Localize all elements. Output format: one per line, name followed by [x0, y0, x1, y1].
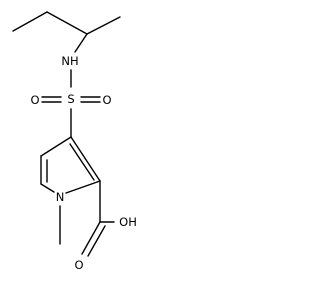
bond-c5-n: [40, 183, 55, 193]
bond-c2-c3: [70, 136, 101, 182]
atom-label-s: S: [67, 92, 74, 106]
atom-label-o-carbonyl: O: [74, 258, 83, 272]
molecule-structure: NH O S O N OH O: [12, 11, 137, 272]
bond-ch-methyl: [86, 16, 121, 35]
bond-c-o-carbonyl-1: [81, 221, 101, 255]
atom-label-nh: NH: [61, 54, 78, 68]
bond-n-c2: [65, 180, 101, 194]
bond-ch3-ch2: [12, 11, 48, 32]
atom-label-o-left: O: [30, 93, 39, 107]
atom-label-oh: OH: [119, 215, 137, 229]
bonds: [12, 11, 121, 257]
bond-c3-c4: [40, 136, 72, 157]
atom-label-n-ring: N: [56, 190, 65, 204]
atom-label-o-right: O: [102, 93, 111, 107]
bond-ch2-ch: [46, 11, 88, 35]
bond-c-o-carbonyl-2: [87, 225, 106, 257]
bond-c2-c3-inner: [69, 143, 95, 181]
bond-ch-nh: [74, 33, 88, 53]
atom-labels: NH O S O N OH O: [30, 54, 136, 272]
